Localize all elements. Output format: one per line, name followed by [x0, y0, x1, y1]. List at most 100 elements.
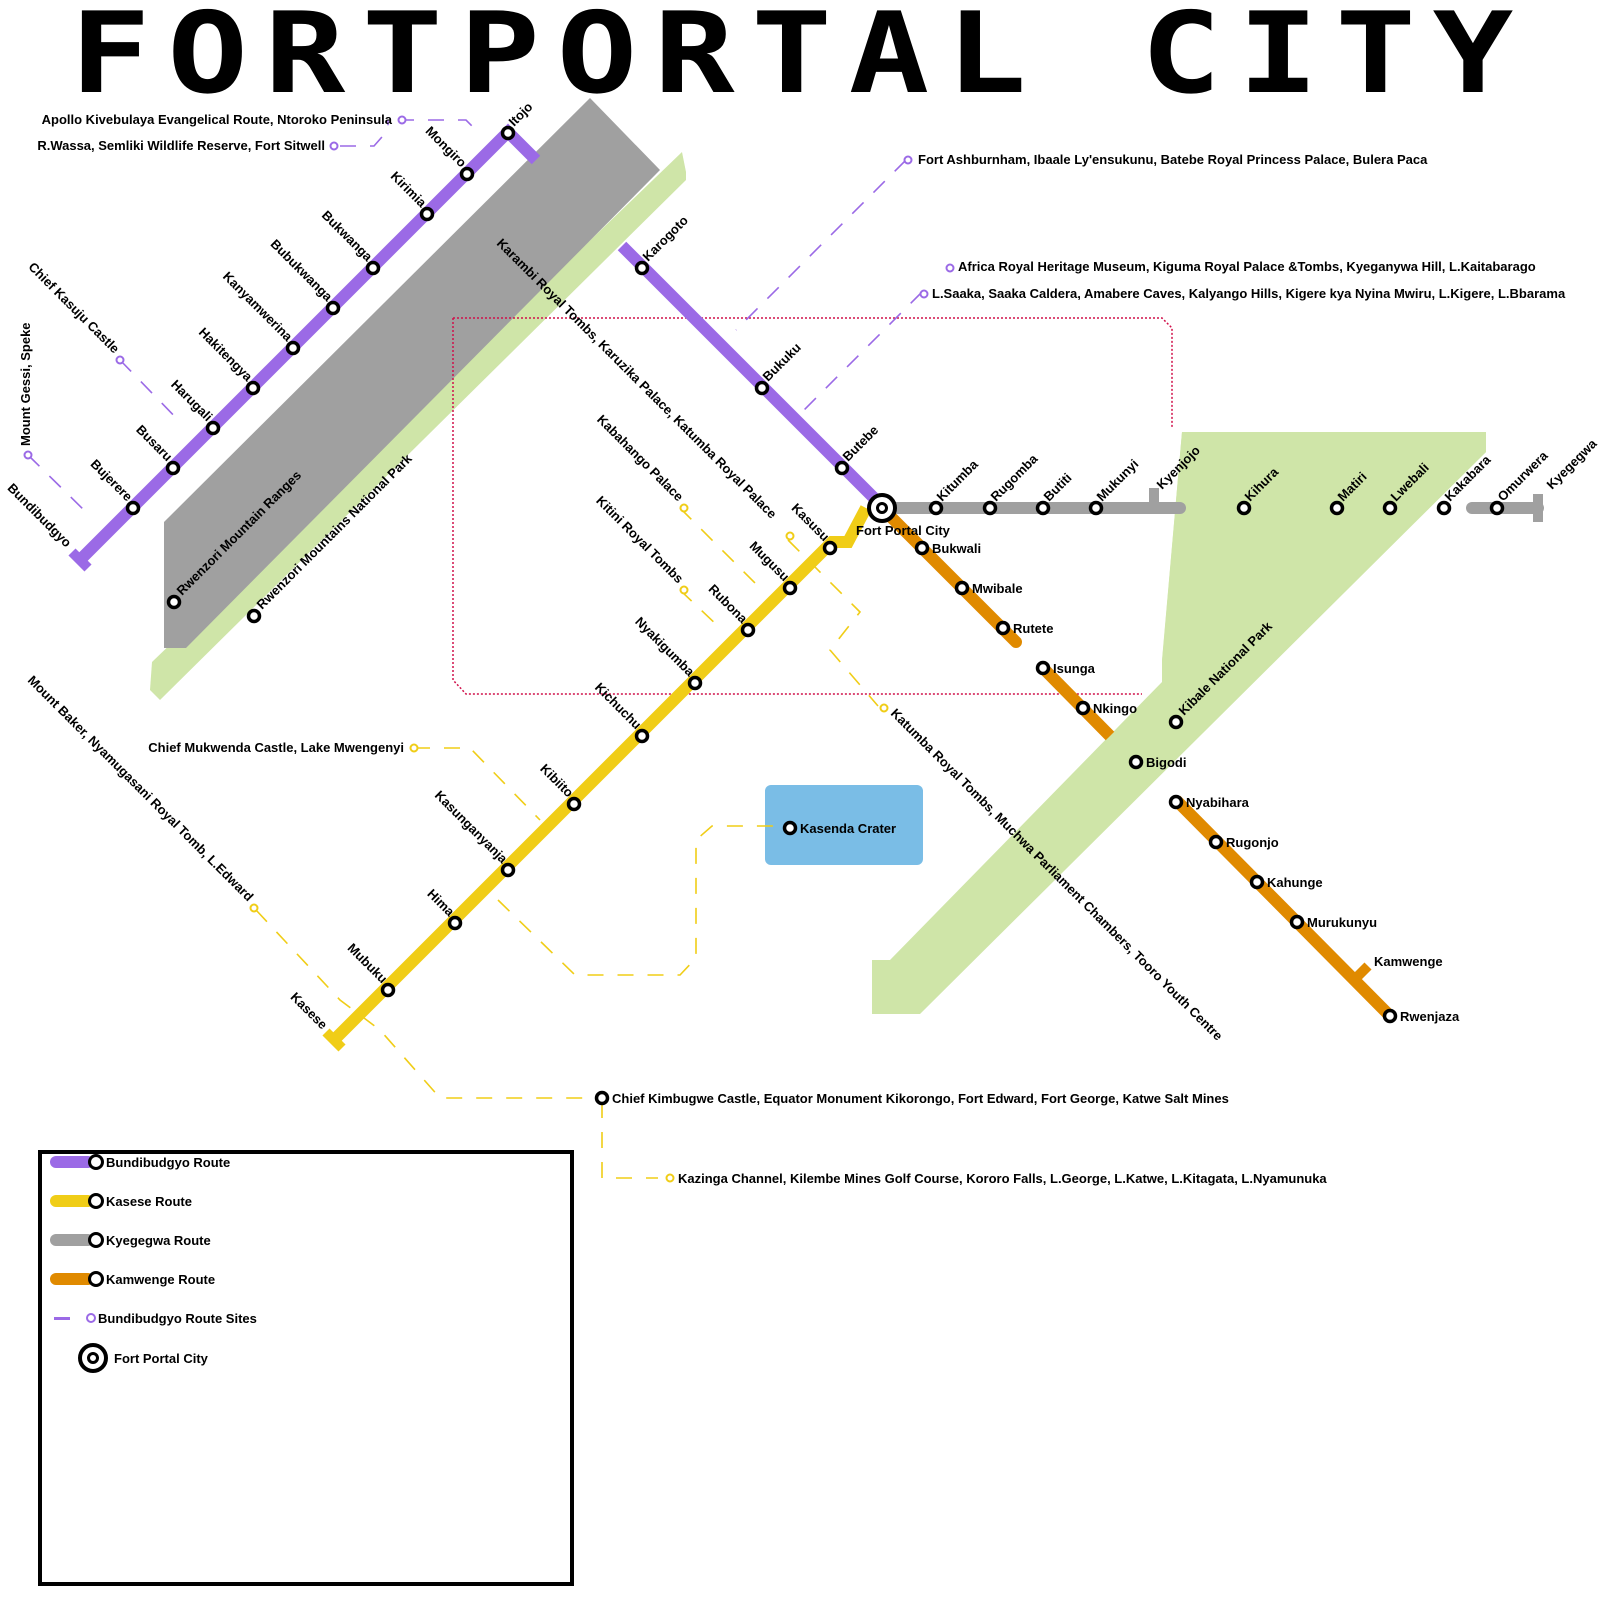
station-icon	[822, 540, 838, 556]
site-connector-line	[497, 825, 780, 976]
site-label: Chief Mukwenda Castle, Lake Mwengenyi	[148, 740, 404, 755]
site-connector-line	[735, 159, 907, 331]
site-marker-icon	[249, 903, 259, 913]
station-icon	[88, 1232, 104, 1248]
site-marker-icon	[409, 743, 419, 753]
station-label: Nkingo	[1093, 701, 1137, 716]
site-label: Kazinga Channel, Kilembe Mines Golf Cour…	[678, 1171, 1327, 1186]
station-icon	[594, 1090, 610, 1106]
station-label: Mwibale	[972, 581, 1023, 596]
site-label: Mount Gessi, Speke	[18, 322, 33, 446]
interchange-hub-icon	[78, 1343, 108, 1373]
station-icon	[1289, 914, 1305, 930]
station-label: Kasunganyanja	[432, 788, 511, 867]
station-icon	[245, 380, 261, 396]
site-marker-icon	[397, 115, 407, 125]
site-marker-icon	[919, 289, 929, 299]
map-title: FORTPORTAL CITY	[70, 0, 1530, 119]
boundary-top	[453, 317, 1173, 428]
legend-label: Bundibudgyo Route	[106, 1154, 231, 1170]
legend-label: Bundibudgyo Route Sites	[98, 1310, 257, 1326]
kamwenge-line-1	[876, 502, 1022, 648]
station-icon	[1329, 500, 1345, 516]
site-connector-line	[27, 454, 87, 513]
station-icon	[88, 1193, 104, 1209]
station-icon	[1128, 754, 1144, 770]
site-label: Mount Baker, Nyamugasani Royal Tomb, L.E…	[25, 673, 257, 905]
station-icon	[447, 915, 463, 931]
site-label: Apollo Kivebulaya Evangelical Route, Nto…	[42, 112, 393, 127]
station-label: Rugomba	[988, 451, 1042, 505]
legend: Bundibudgyo Route Kasese Route Kyegegwa …	[38, 1150, 574, 1586]
station-icon	[954, 580, 970, 596]
hub-label: Fort Portal City	[856, 523, 951, 538]
station-icon	[88, 1271, 104, 1287]
station-icon	[634, 260, 650, 276]
station-icon	[1249, 874, 1265, 890]
kamwenge-line-3	[1171, 795, 1395, 1021]
legend-item-kamwenge: Kamwenge Route	[50, 1269, 215, 1289]
kamwenge-branch-bar	[1350, 962, 1372, 984]
city-boundary	[452, 317, 1173, 695]
site-label: Chief Kimbugwe Castle, Equator Monument …	[612, 1091, 1229, 1106]
site-marker-icon	[945, 263, 955, 273]
terminus-label: Bundibudgyo	[5, 480, 75, 550]
site-label: Karambi Royal Tombs, Karuzika Palace, Ka…	[494, 236, 780, 522]
site-connector-line	[601, 1102, 658, 1179]
kibale-park-area-top	[1162, 432, 1486, 772]
site-connector-line	[787, 539, 879, 707]
site-connectors	[23, 115, 955, 1183]
station-label: Rugonjo	[1226, 835, 1279, 850]
station-icon	[834, 460, 850, 476]
area-label: Kasenda Crater	[800, 821, 896, 836]
site-label: Africa Royal Heritage Museum, Kiguma Roy…	[958, 259, 1536, 274]
station-icon	[740, 622, 756, 638]
site-label: R.Wassa, Semliki Wildlife Reserve, Fort …	[37, 138, 325, 153]
station-icon	[205, 420, 221, 436]
station-icon	[166, 594, 182, 610]
legend-swatch	[50, 1273, 94, 1285]
station-label: Bukwali	[932, 541, 981, 556]
station-label: Kitumba	[934, 456, 982, 504]
site-marker-icon	[679, 503, 689, 513]
bundibudgyo-terminus-bar	[68, 548, 92, 572]
station-icon	[419, 206, 435, 222]
station-label: Isunga	[1053, 661, 1096, 676]
legend-swatch	[50, 1195, 94, 1207]
legend-swatch	[50, 1156, 94, 1168]
site-connector-line	[119, 359, 183, 425]
station-icon	[1168, 794, 1184, 810]
site-marker-icon	[86, 1313, 96, 1323]
station-icon	[125, 500, 141, 516]
station-icon	[782, 580, 798, 596]
site-connector-line	[795, 291, 923, 419]
station-label: Bujerere	[88, 456, 136, 504]
rwenzori-park-area	[150, 152, 686, 700]
station-label: Harugali	[168, 377, 215, 424]
station-icon	[1168, 714, 1184, 730]
station-icon	[1208, 834, 1224, 850]
station-label: Bukwanga	[319, 208, 376, 265]
station-icon	[566, 796, 582, 812]
station-label: Nyakigumba	[632, 614, 698, 680]
station-label: Kasusu	[789, 500, 833, 544]
station-icon	[500, 862, 516, 878]
station-icon	[782, 820, 798, 836]
station-icon	[88, 1154, 104, 1170]
site-marker-icon	[23, 450, 33, 460]
station-icon	[365, 260, 381, 276]
station-label: Rwenjaza	[1400, 1009, 1460, 1024]
site-marker-icon	[785, 531, 795, 541]
kasese-terminus-bar	[322, 1028, 346, 1052]
terminus-label: Kyegegwa	[1544, 436, 1600, 493]
station-label: Mongiro	[423, 123, 470, 170]
legend-item-bundibudgyo: Bundibudgyo Route	[50, 1152, 230, 1172]
interchange-hub-center	[876, 502, 888, 514]
station-label: Bukuku	[760, 340, 804, 384]
station-label: Kanyamwerina	[220, 269, 296, 345]
station-icon	[1382, 1008, 1398, 1024]
legend-label: Kamwenge Route	[106, 1271, 216, 1287]
station-label: Murukunyu	[1307, 915, 1377, 930]
station-label: Rutete	[1013, 621, 1053, 636]
site-connector-line	[255, 909, 590, 1099]
